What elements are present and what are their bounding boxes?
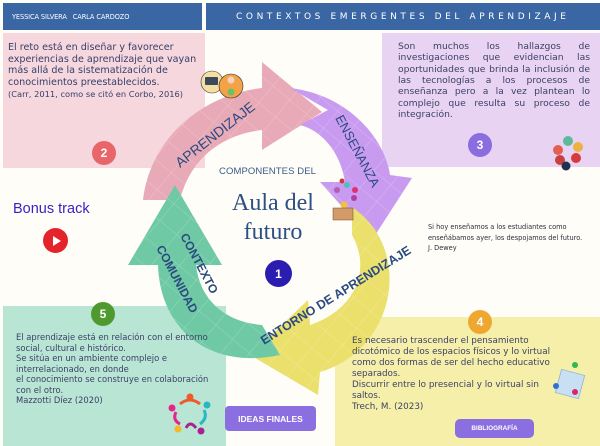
dewey-quote: Si hoy enseñamos a los estudiantes como … <box>428 222 598 254</box>
panel-4-text: Es necesario trascender el pensamiento d… <box>352 336 552 413</box>
arrow-contexto <box>128 185 280 359</box>
cube-blocks-icon <box>553 362 586 400</box>
bibliografia-button[interactable]: BIBLIOGRAFÍA <box>455 419 534 438</box>
panel-4-line1: Es necesario trascender el pensamiento d… <box>352 336 551 379</box>
badge-4[interactable]: 4 <box>468 310 492 334</box>
panel-3-text: Son muchos los hallazgos de investigacio… <box>398 41 590 120</box>
team-hands-icon <box>553 136 583 171</box>
center-title-line2: futuro <box>243 218 303 245</box>
center-title-line1: Aula del <box>232 190 314 216</box>
arrow-aprendizaje <box>143 62 322 200</box>
center-subtitle: COMPONENTES DEL <box>219 166 317 177</box>
lightbulbs-box-icon <box>332 178 358 221</box>
page-title: CONTEXTOS EMERGENTES DEL APRENDIZAJE <box>236 11 570 22</box>
panel-5-line3: el conocimiento se construye en colabora… <box>16 374 209 395</box>
panel-4-line2: Discurrir entre lo presencial y lo virtu… <box>352 379 539 401</box>
title-bar: CONTEXTOS EMERGENTES DEL APRENDIZAJE <box>206 3 600 30</box>
bonus-track-label: Bonus track <box>13 201 90 217</box>
laptop-people-icon <box>200 70 244 99</box>
panel-2-citation: (Carr, 2011, como se citó en Corbo, 2016… <box>8 88 184 99</box>
authors-bar: YESSICA SILVERA CARLA CARDOZO <box>3 3 202 30</box>
panel-5-line2: Se sitúa en un ambiente complejo e inter… <box>16 353 168 374</box>
badge-2[interactable]: 2 <box>92 141 116 165</box>
play-icon[interactable] <box>43 228 68 253</box>
quote-author: J. Dewey <box>428 244 457 253</box>
panel-5-citation: Mazzotti Díez (2020) <box>16 395 103 405</box>
panel-5-text: El aprendizaje está en relación con el e… <box>16 332 216 406</box>
panel-2-text: El reto está en diseñar y favorecer expe… <box>8 42 204 99</box>
community-people-icon <box>168 393 211 435</box>
panel-5-line1: El aprendizaje está en relación con el e… <box>16 332 208 353</box>
badge-5[interactable]: 5 <box>91 302 115 326</box>
quote-text: Si hoy enseñamos a los estudiantes como … <box>428 223 583 242</box>
ideas-finales-button[interactable]: IDEAS FINALES <box>225 406 316 431</box>
badge-3[interactable]: 3 <box>468 133 492 157</box>
panel-2-body: El reto está en diseñar y favorecer expe… <box>8 42 197 89</box>
arrow-entorno <box>250 207 390 395</box>
badge-1[interactable]: 1 <box>265 260 292 287</box>
authors: YESSICA SILVERA CARLA CARDOZO <box>12 12 130 21</box>
panel-4-citation: Trech, M. (2023) <box>352 401 424 412</box>
arrow-ensenanza <box>290 88 412 240</box>
center-title: Aula del futuro <box>228 189 318 247</box>
